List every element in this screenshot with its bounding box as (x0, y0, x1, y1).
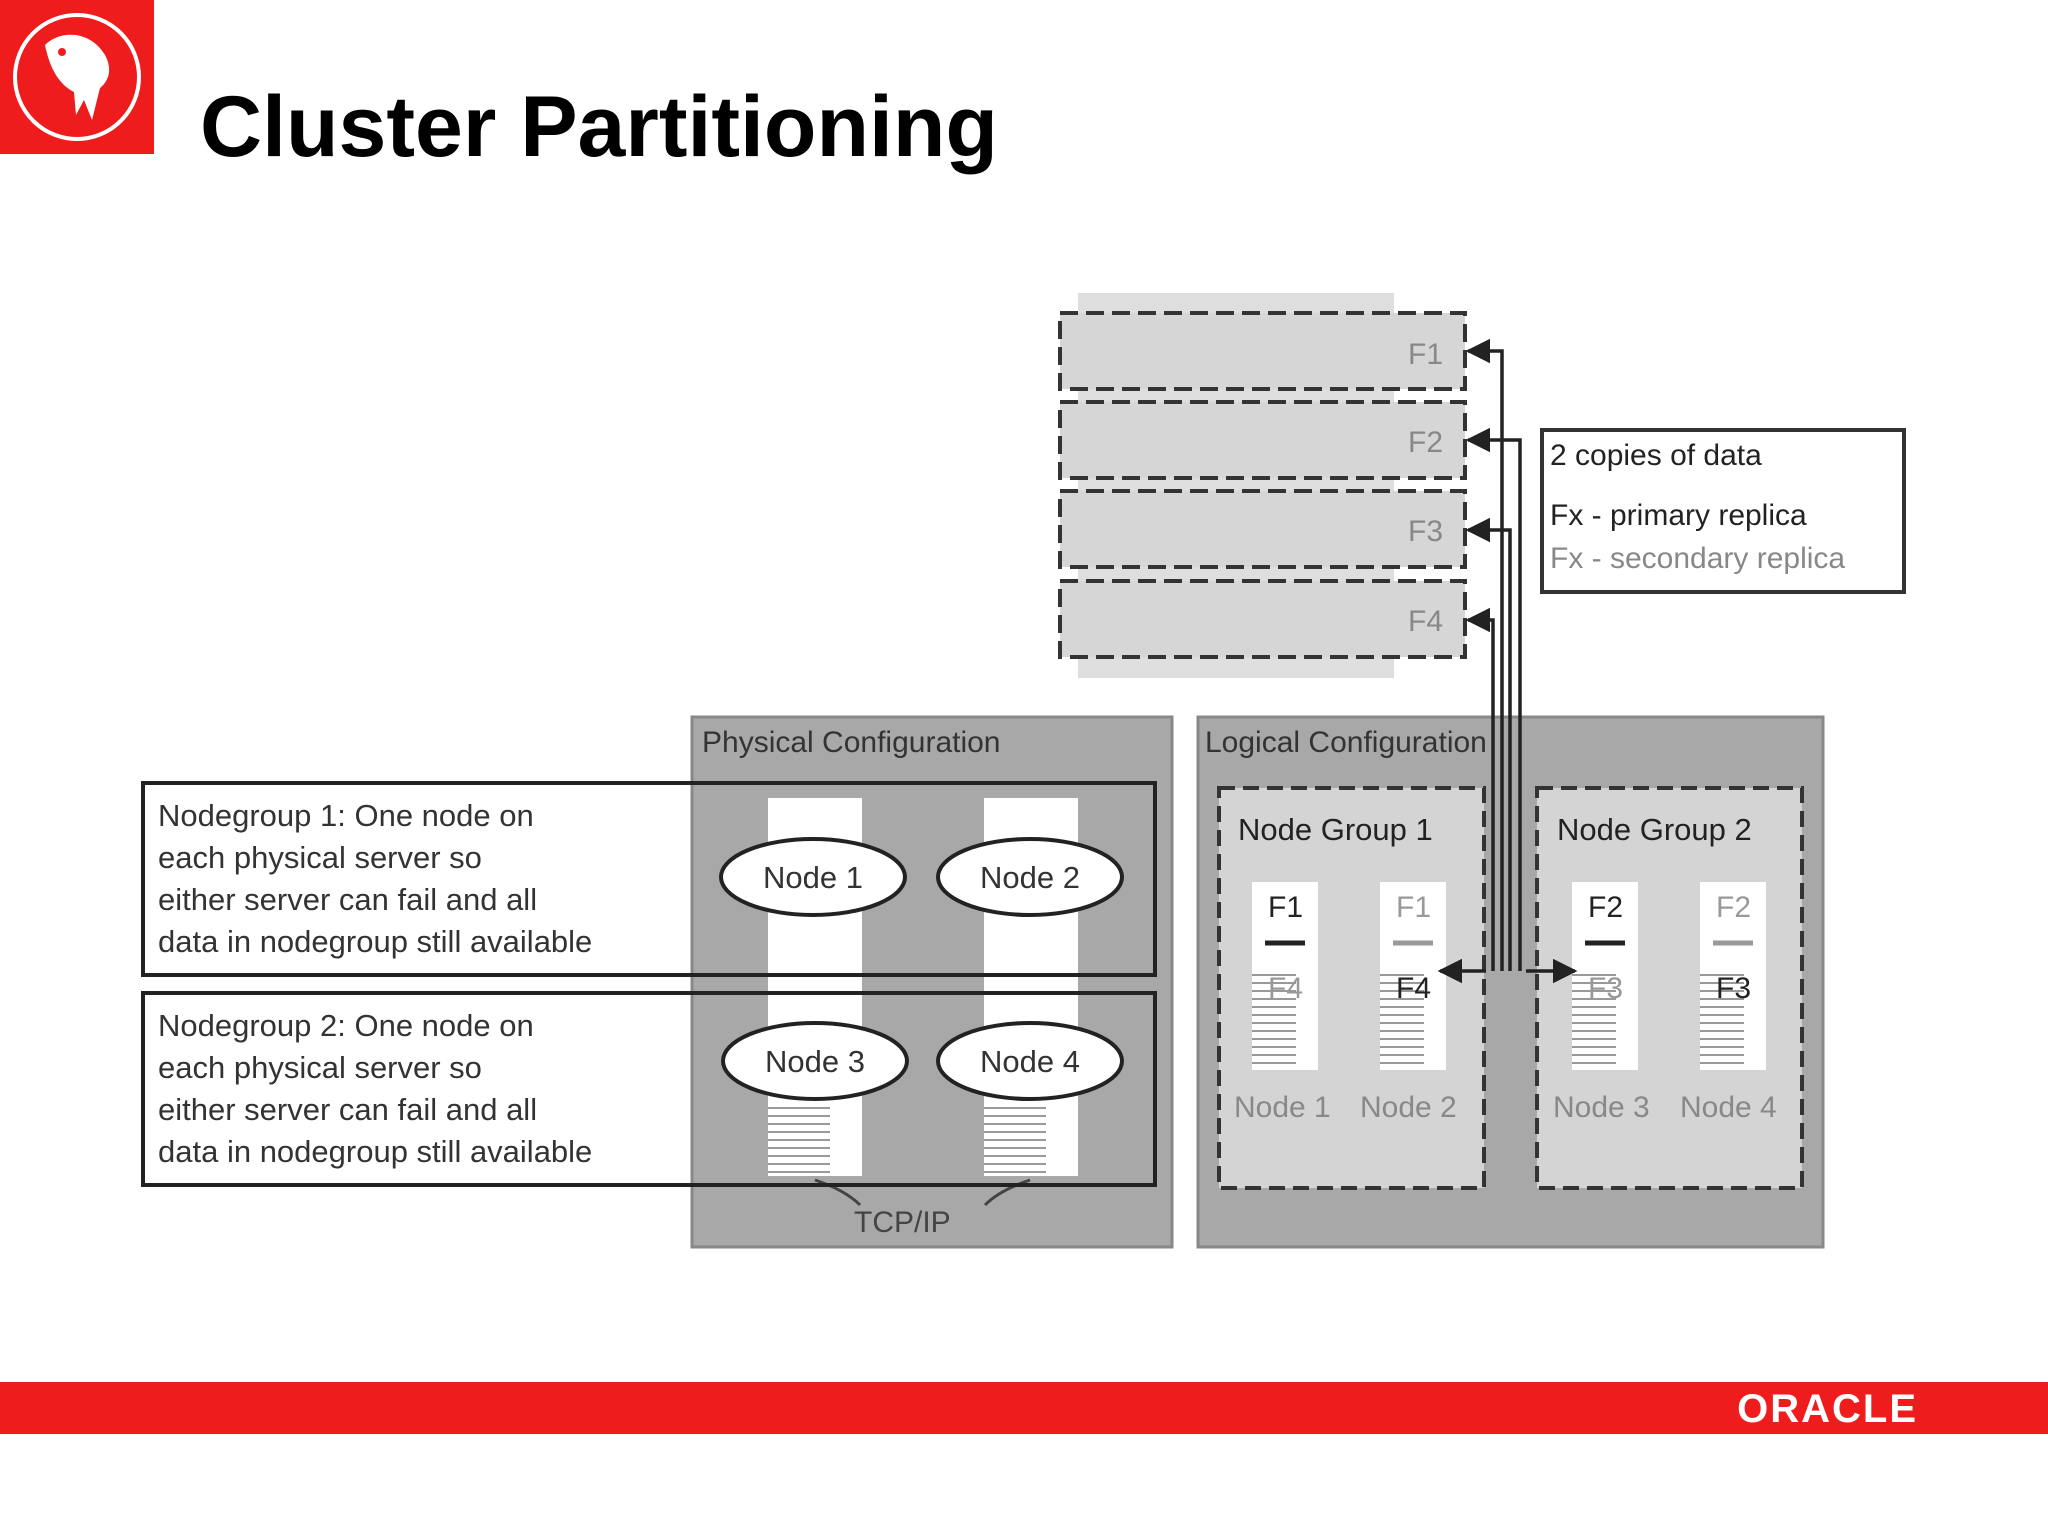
fragment-connectors (1437, 338, 1578, 984)
physical-title: Physical Configuration (702, 726, 1001, 759)
secondary-fragment: F4 (1268, 972, 1303, 1005)
primary-fragment: F1 (1268, 891, 1303, 924)
svg-text:data in nodegroup still availa: data in nodegroup still available (158, 1134, 592, 1169)
primary-fragment: F2 (1588, 891, 1623, 924)
server-hatch (768, 1107, 1046, 1173)
fragment-f3: F3 (1058, 489, 1467, 569)
fragment-label: F2 (1408, 426, 1443, 459)
physical-configuration-panel: Physical Configuration TCP/IP (690, 715, 1174, 1249)
physical-node-1: Node 1 (719, 837, 907, 917)
fragment-label: F4 (1408, 605, 1443, 638)
svg-text:Node 1: Node 1 (763, 860, 863, 895)
fragment-label: F3 (1408, 515, 1443, 548)
svg-text:Node 4: Node 4 (1680, 1091, 1777, 1124)
svg-text:Node 3: Node 3 (765, 1044, 865, 1079)
tcp-ip-label: TCP/IP (854, 1206, 951, 1239)
svg-text:Node 3: Node 3 (1553, 1091, 1650, 1124)
fragment-f4: F4 (1058, 579, 1467, 659)
svg-text:Nodegroup 2: One node on: Nodegroup 2: One node on (158, 1008, 534, 1043)
node-group-1: Node Group 1 F1 F1 F4 F4 (1217, 786, 1486, 1190)
svg-text:Node Group 2: Node Group 2 (1557, 812, 1752, 847)
svg-text:Node Group 1: Node Group 1 (1238, 812, 1433, 847)
legend-primary: Fx - primary replica (1550, 499, 1807, 532)
svg-text:either server can fail and all: either server can fail and all (158, 882, 537, 917)
fragment-f1: F1 (1058, 311, 1467, 391)
mysql-logo (0, 0, 154, 154)
replica-legend: 2 copies of data Fx - primary replica Fx… (1540, 428, 1906, 594)
fragment-f2: F2 (1058, 400, 1467, 480)
legend-copies: 2 copies of data (1550, 439, 1762, 472)
primary-fragment: F1 (1396, 891, 1431, 924)
svg-text:data in nodegroup still availa: data in nodegroup still available (158, 924, 592, 959)
physical-node-4: Node 4 (936, 1021, 1124, 1101)
physical-node-2: Node 2 (936, 837, 1124, 917)
nodegroup-2-note: Nodegroup 2: One node on each physical s… (141, 991, 1157, 1187)
primary-fragment: F2 (1716, 891, 1751, 924)
secondary-fragment: F3 (1588, 972, 1623, 1005)
dolphin-icon (13, 13, 141, 141)
svg-text:each physical server so: each physical server so (158, 1050, 482, 1085)
legend-secondary: Fx - secondary replica (1550, 542, 1845, 575)
svg-text:each physical server so: each physical server so (158, 840, 482, 875)
svg-text:Node 2: Node 2 (980, 860, 1080, 895)
node-group-2: Node Group 2 F2 F2 F3 F3 (1535, 786, 1804, 1190)
secondary-fragment: F4 (1396, 972, 1431, 1005)
oracle-logo: ORACLE (1737, 1387, 1918, 1431)
svg-text:Node 2: Node 2 (1360, 1091, 1457, 1124)
physical-node-3: Node 3 (721, 1021, 909, 1101)
footer-bar (0, 1382, 2048, 1434)
secondary-fragment: F3 (1716, 972, 1751, 1005)
svg-text:Node 1: Node 1 (1234, 1091, 1331, 1124)
svg-text:Node 4: Node 4 (980, 1044, 1080, 1079)
logical-title: Logical Configuration (1205, 726, 1487, 759)
nodegroup-1-note: Nodegroup 1: One node on each physical s… (141, 781, 1157, 977)
fragment-label: F1 (1408, 338, 1443, 371)
svg-text:either server can fail and all: either server can fail and all (158, 1092, 537, 1127)
page-title: Cluster Partitioning (200, 79, 998, 175)
svg-text:Nodegroup 1: One node on: Nodegroup 1: One node on (158, 798, 534, 833)
